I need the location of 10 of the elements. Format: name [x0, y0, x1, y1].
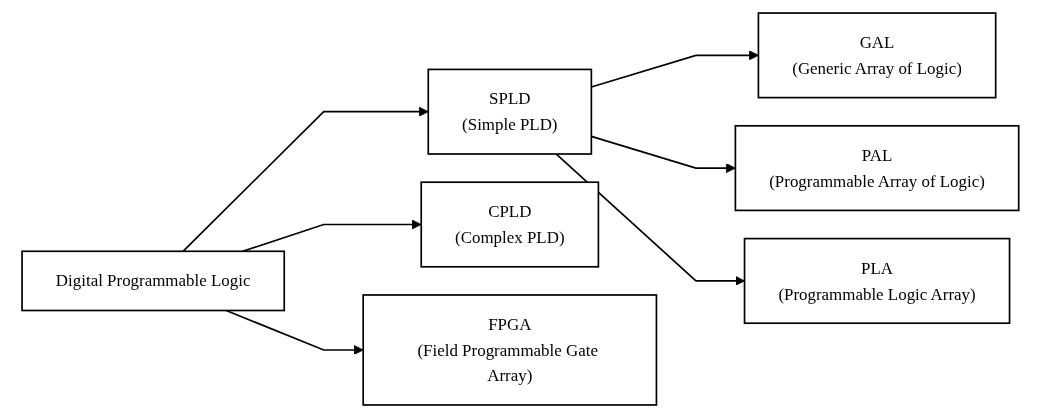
- arrow: [590, 49, 759, 88]
- node-box: Digital Programmable Logic: [20, 249, 285, 311]
- node-box: GAL (Generic Array of Logic): [757, 11, 997, 98]
- arrow: [555, 152, 745, 286]
- arrow: [590, 135, 736, 173]
- node-box: CPLD (Complex PLD): [420, 180, 599, 268]
- node-box: PAL (Programmable Array of Logic): [734, 124, 1020, 211]
- node-box: SPLD (Simple PLD): [427, 68, 592, 155]
- node-box: FPGA (Field Programmable Gate Array): [361, 293, 657, 406]
- node-box: PLA (Programmable Logic Array): [743, 237, 1010, 324]
